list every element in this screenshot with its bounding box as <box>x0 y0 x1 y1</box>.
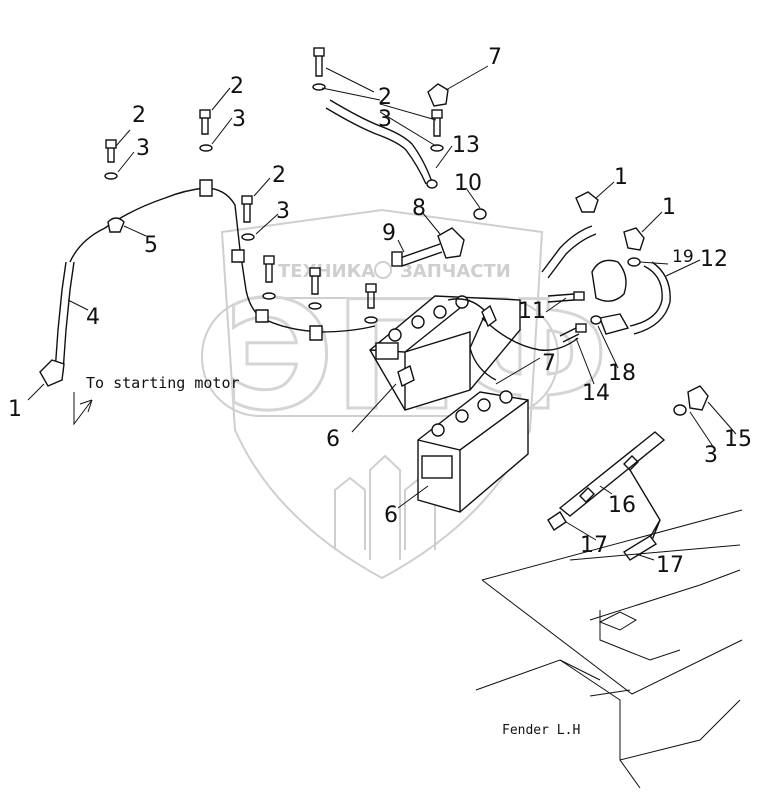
left-wiring-harness <box>39 179 376 426</box>
callout-17-a: 17 <box>580 533 608 558</box>
terminal-cap-7-top <box>427 83 449 107</box>
clamp-mid <box>231 249 245 263</box>
callout-2-b: 2 <box>230 74 244 99</box>
terminal-cap-15 <box>687 385 709 411</box>
callout-2-d: 2 <box>378 85 392 110</box>
callout-7-mid: 7 <box>542 351 556 376</box>
ground-strap-13 <box>325 83 449 189</box>
callout-2-a: 2 <box>132 103 146 128</box>
bolt-e <box>430 109 444 152</box>
callout-6-a: 6 <box>326 427 340 452</box>
cover-bar-16 <box>547 385 709 561</box>
callout-3-b: 3 <box>232 107 246 132</box>
callout-2-c: 2 <box>272 163 286 188</box>
note-starting-motor: To starting motor <box>86 374 240 392</box>
terminal-cover-19 <box>591 259 627 302</box>
battery-cable-7 <box>397 298 579 388</box>
callout-12: 12 <box>700 247 728 272</box>
callout-6-b: 6 <box>384 503 398 528</box>
bolt-d <box>312 47 326 91</box>
terminal-cap-1-top <box>575 191 599 213</box>
callout-11: 11 <box>518 299 546 324</box>
callout-3-a: 3 <box>136 136 150 161</box>
terminal-8 <box>437 227 465 259</box>
clip-17-left <box>547 511 567 531</box>
clip-17-right <box>622 535 658 561</box>
bolt-g <box>308 267 322 310</box>
bolt-b <box>199 109 213 152</box>
leader-lines <box>27 65 737 561</box>
battery-front <box>417 390 529 513</box>
callout-10: 10 <box>454 171 482 196</box>
battery-handle <box>375 342 399 360</box>
callout-16: 16 <box>608 493 636 518</box>
callout-18: 18 <box>608 361 636 386</box>
callout-4: 4 <box>86 305 100 330</box>
callout-1-top: 1 <box>614 165 628 190</box>
right-cables <box>541 191 671 343</box>
bolt-a <box>104 139 118 180</box>
clamp-lower <box>255 309 269 323</box>
watermark-brand-left: ТЕХНИКА <box>278 261 375 282</box>
callout-3-d: 3 <box>378 107 392 132</box>
callout-15: 15 <box>724 427 752 452</box>
note-fender: Fender L.H <box>502 723 580 738</box>
bolt-14 <box>559 315 602 343</box>
callouts: 1 4 5 2 3 2 3 2 3 2 3 7 13 10 8 9 1 1 19… <box>8 45 752 578</box>
callout-17-b: 17 <box>656 553 684 578</box>
bolt-9 <box>391 251 403 267</box>
callout-8: 8 <box>412 196 426 221</box>
bolt-h <box>364 283 378 324</box>
gear-icon <box>374 261 392 279</box>
clamp-battery <box>309 325 323 341</box>
bolts-washers <box>104 47 444 324</box>
terminal-cap-1-right <box>623 227 645 251</box>
battery-handle-front <box>421 455 453 479</box>
bolt-c <box>241 195 255 241</box>
callout-14: 14 <box>582 381 610 406</box>
callout-7-top: 7 <box>488 45 502 70</box>
callout-5: 5 <box>144 233 158 258</box>
clamp-upper <box>199 179 213 197</box>
bolt-f <box>262 255 276 300</box>
watermark-brand-right: ЗАПЧАСТИ <box>400 261 511 282</box>
callout-3-e: 3 <box>704 443 718 468</box>
terminal-cap-left <box>39 359 65 387</box>
terminal-parts <box>391 208 487 267</box>
clamp-5 <box>107 217 125 233</box>
fender-lh <box>475 509 743 789</box>
callout-1-right: 1 <box>662 195 676 220</box>
callout-13: 13 <box>452 133 480 158</box>
callout-19: 19 <box>672 247 694 267</box>
callout-1-left: 1 <box>8 397 22 422</box>
callout-3-c: 3 <box>276 199 290 224</box>
nut-10 <box>473 208 487 220</box>
callout-9: 9 <box>382 221 396 246</box>
